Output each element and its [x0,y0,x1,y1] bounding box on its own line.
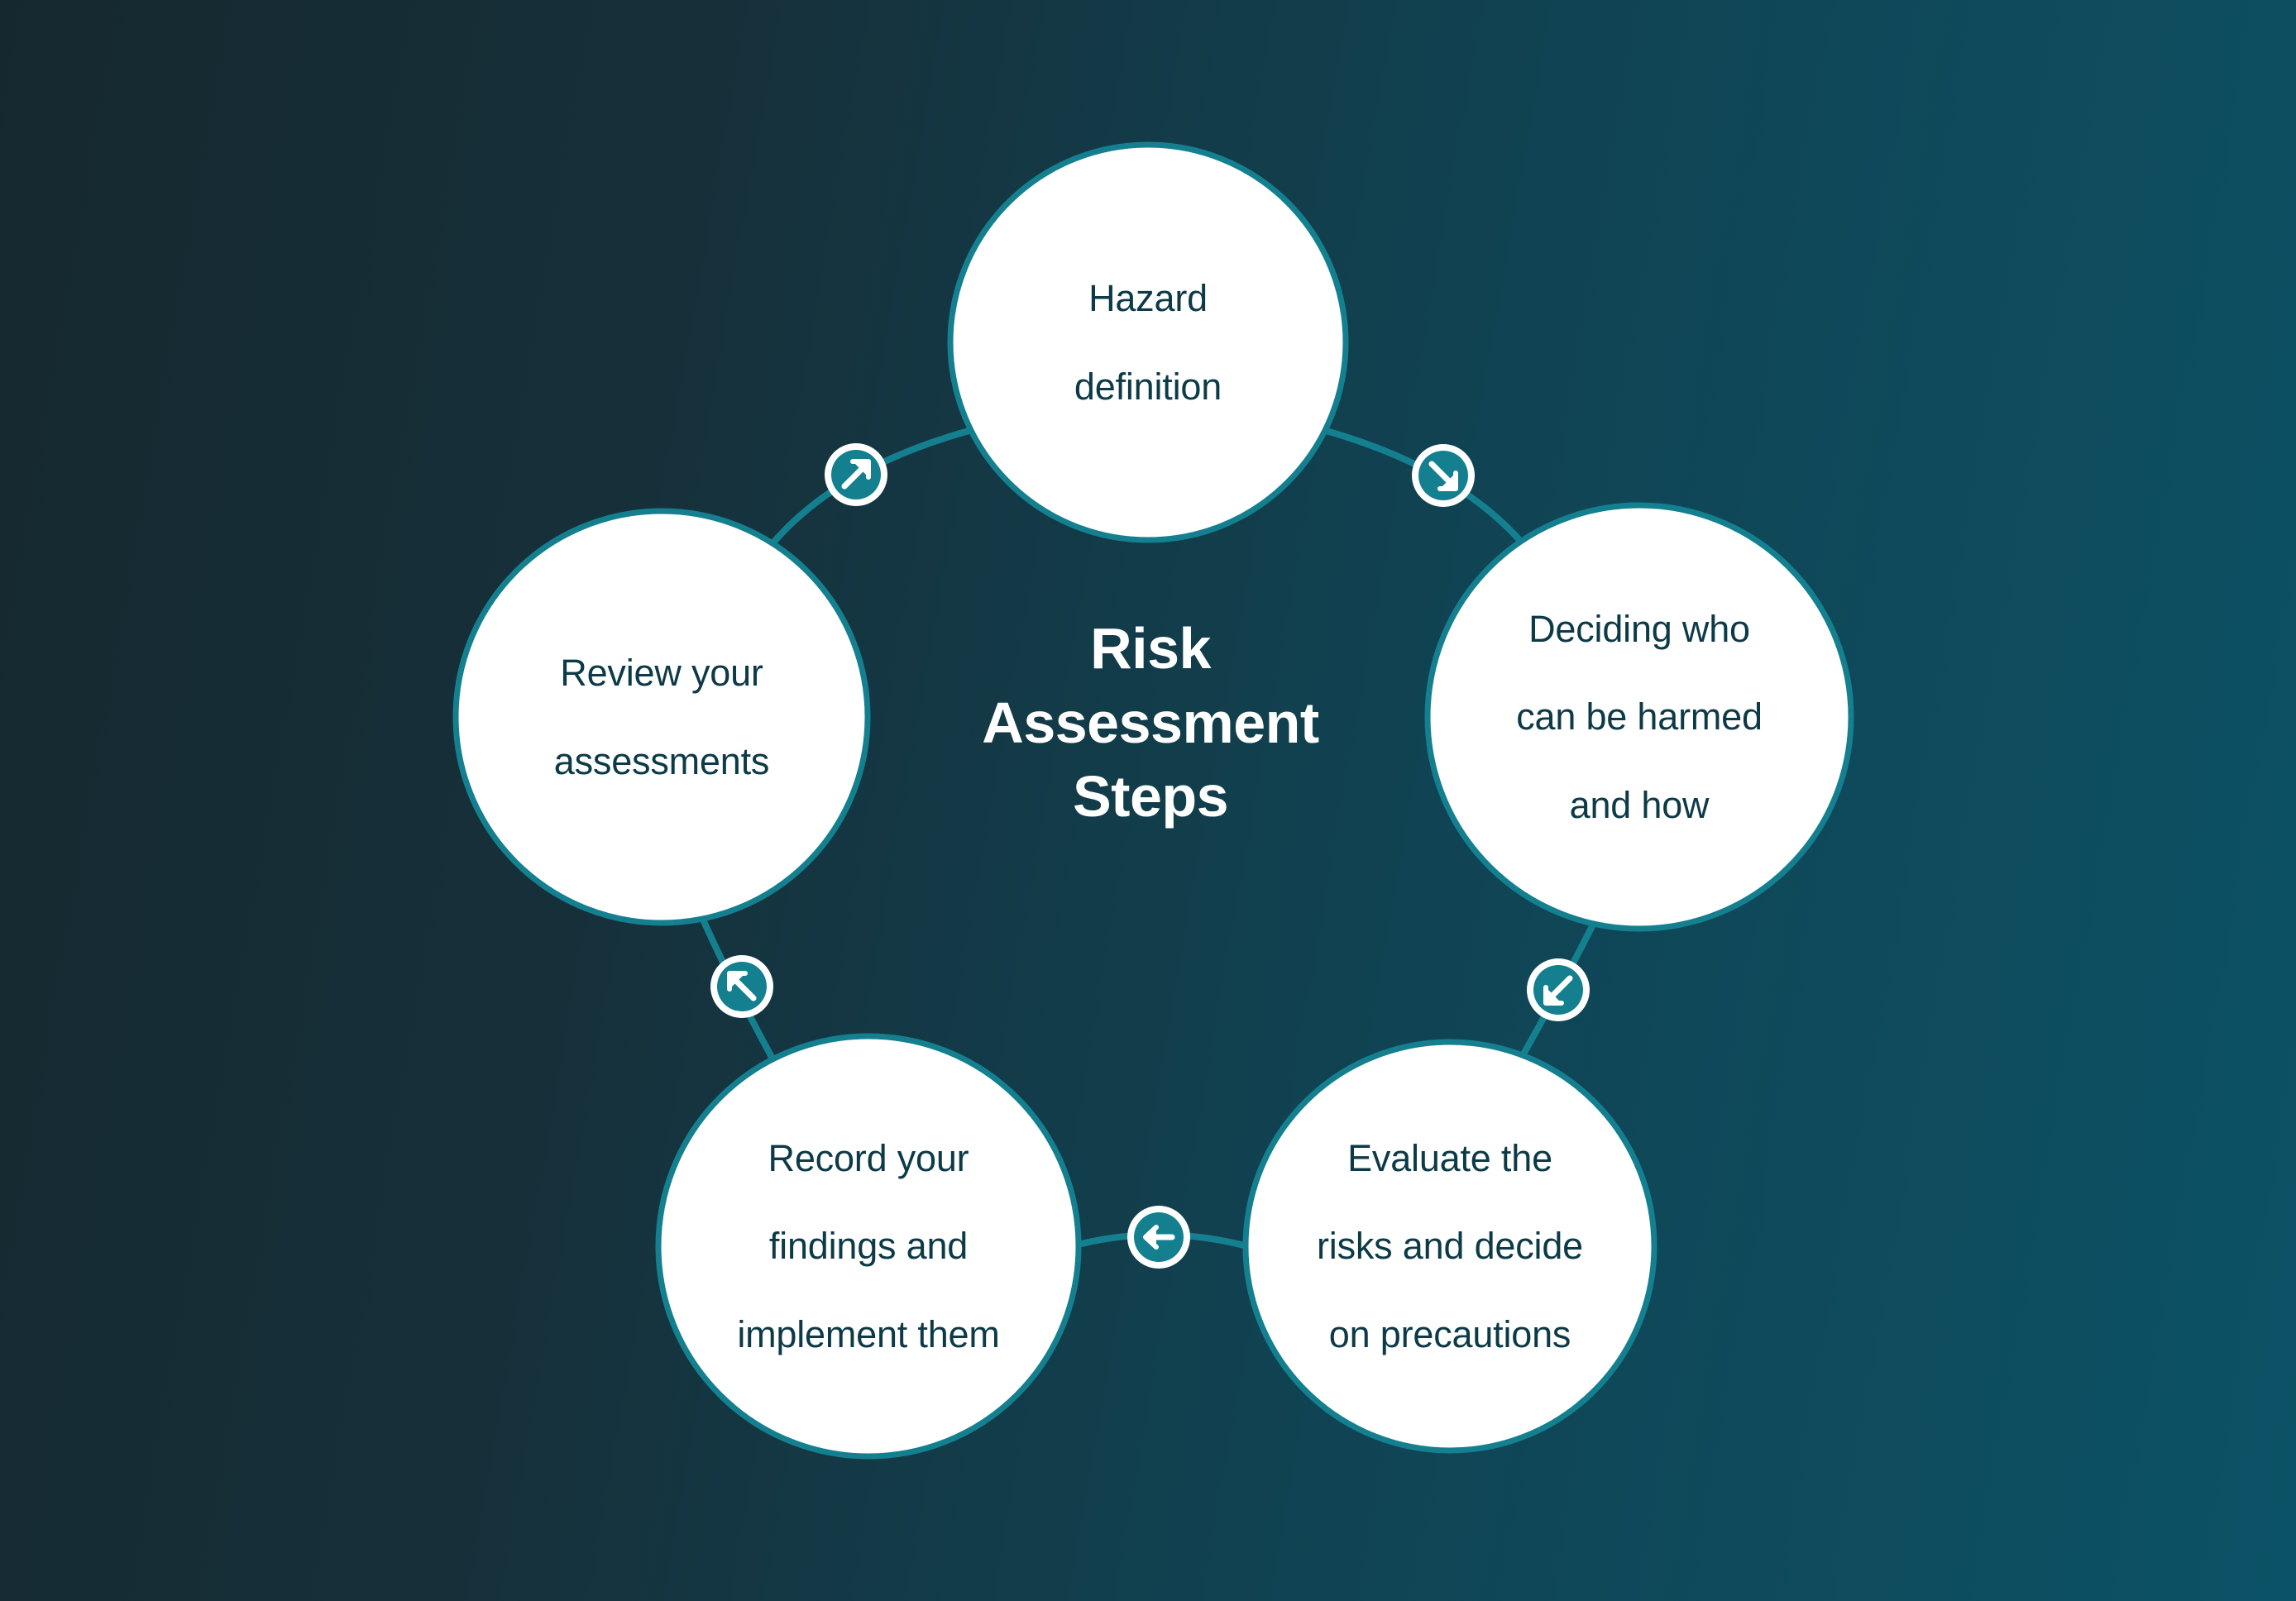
connector-badge-evaluate-to-record[interactable] [1127,1206,1190,1269]
step-circle-record-your-findings [655,1033,1082,1460]
arrow-southwest-icon [1543,975,1573,1006]
step-circle-hazard-definition [947,141,1349,543]
diagram-title: Risk Assessment Steps [916,612,1385,834]
arrow-southeast-icon [1428,461,1458,491]
connector-badge-deciding-to-evaluate[interactable] [1527,958,1590,1021]
step-circles [452,141,1854,1460]
connector-badge-review-to-hazard[interactable] [825,443,887,506]
diagram-title-line-3: Steps [1072,764,1229,829]
diagram-title-line-2: Assessment [982,690,1319,755]
step-circle-evaluate-the-risks [1242,1039,1657,1454]
arrow-northeast-icon [841,459,871,490]
diagram-title-line-1: Risk [1090,616,1211,681]
connector-badge-hazard-to-deciding[interactable] [1412,444,1475,507]
step-circle-deciding-who-can-be-harmed [1424,502,1854,932]
arrow-west-icon [1143,1225,1175,1250]
connector-badge-record-to-review[interactable] [710,955,773,1018]
connector-badges [710,443,1590,1269]
step-circle-review-your-assessments [452,508,871,926]
arrow-northwest-icon [727,971,757,1001]
